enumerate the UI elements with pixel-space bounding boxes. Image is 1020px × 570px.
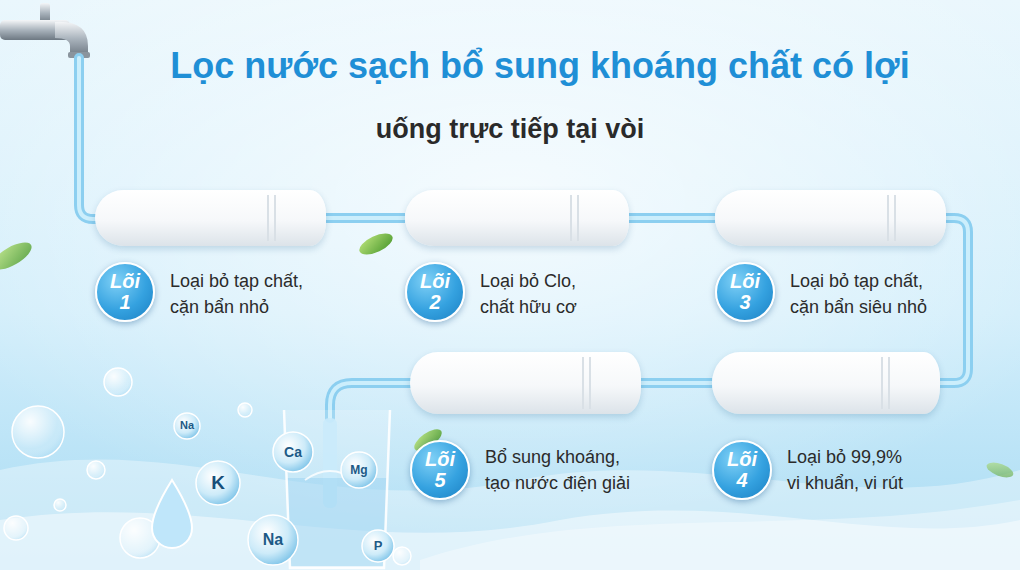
bubble [12, 406, 64, 458]
cartridge-cap-line [887, 195, 889, 241]
water-pipe [940, 218, 968, 383]
pipe-inner [326, 216, 405, 220]
pipe-outer [641, 378, 712, 388]
mineral-symbol: Ca [263, 444, 323, 461]
wave [420, 500, 1020, 570]
stage-number: Lõi 5 [420, 449, 460, 491]
water-pipe [326, 218, 405, 219]
stage-badge: Lõi 3 [715, 262, 775, 322]
mineral-bubbles [174, 413, 394, 565]
pipe-outer [940, 218, 968, 383]
filter-stage: Lõi 4 Loại bỏ 99,9% vi khuẩn, vi rút [712, 352, 940, 503]
stage-badge: Lõi 4 [712, 440, 772, 500]
filter-cartridge [410, 352, 641, 414]
subtitle: uống trực tiếp tại vòi [330, 113, 690, 145]
pipe-outer [79, 58, 96, 219]
pipe-inner [79, 58, 96, 219]
cartridge-cap-line [894, 195, 896, 241]
cartridge-cap-line [267, 195, 269, 241]
pipe-inner [940, 218, 968, 383]
bubble [238, 403, 252, 417]
filter-stage: Lõi 1 Loại bỏ tạp chất, cặn bẩn nhỏ [95, 190, 326, 327]
stage-description: Loại bỏ Clo, chất hữu cơ [480, 268, 595, 320]
stage-number: Lõi 2 [415, 271, 455, 313]
mineral-symbol: P [348, 538, 408, 554]
stage-number: Lõi 3 [725, 271, 765, 313]
mineral-symbol: Mg [329, 463, 389, 477]
stage-badge: Lõi 2 [405, 262, 465, 322]
cartridge-cap-line [589, 357, 591, 409]
pipe-outer [629, 213, 715, 223]
cartridge-cap-line [881, 357, 883, 409]
stage-number: Lõi 1 [105, 271, 145, 313]
air-bubbles [4, 368, 411, 565]
filter-stage: Lõi 5 Bổ sung khoáng, tạo nước điện giải [410, 352, 641, 503]
bubble [4, 516, 28, 540]
leaves [0, 229, 1015, 480]
filter-stage: Lõi 3 Loại bỏ tạp chất, cặn bẩn siêu nhỏ [715, 190, 946, 327]
inlet-pipe [79, 58, 96, 219]
stage-description: Loại bỏ tạp chất, cặn bẩn siêu nhỏ [790, 268, 940, 320]
stage-number: Lõi 4 [722, 449, 762, 491]
cartridge-cap-line [570, 195, 572, 241]
water-drop [152, 480, 192, 548]
pipe-outer [326, 213, 405, 223]
mineral-symbol: K [188, 472, 248, 495]
water-pipe [629, 218, 715, 219]
bubble [393, 547, 411, 565]
stage-description: Loại bỏ 99,9% vi khuẩn, vi rút [787, 444, 912, 496]
stage-description: Bổ sung khoáng, tạo nước điện giải [485, 444, 635, 496]
leaf [985, 460, 1015, 481]
filter-cartridge [95, 190, 326, 246]
bubble [104, 368, 132, 396]
stage-badge: Lõi 5 [410, 440, 470, 500]
filter-stage: Lõi 2 Loại bỏ Clo, chất hữu cơ [405, 190, 629, 327]
stage-description: Loại bỏ tạp chất, cặn bẩn nhỏ [170, 268, 320, 320]
cartridge-cap-line [888, 357, 890, 409]
filter-cartridge [405, 190, 629, 246]
filter-cartridge [715, 190, 946, 246]
leaf [0, 237, 36, 275]
bubble [54, 499, 66, 511]
cartridge-cap-line [582, 357, 584, 409]
faucet [0, 3, 90, 58]
stage-badge: Lõi 1 [95, 262, 155, 322]
cartridge-cap-line [274, 195, 276, 241]
diagram-title: Lọc nước sạch bổ sung khoáng chất có lợi [80, 44, 1000, 87]
pipe-inner [641, 381, 712, 385]
water-pipe [641, 383, 712, 384]
mineral-symbol: Na [243, 530, 303, 549]
mineral-symbol: Na [157, 419, 217, 432]
faucet-spout [55, 22, 88, 56]
pipe-inner [629, 216, 715, 220]
bubble [87, 461, 105, 479]
cartridge-cap-line [577, 195, 579, 241]
leaf [356, 229, 395, 259]
filter-cartridge [712, 352, 940, 414]
